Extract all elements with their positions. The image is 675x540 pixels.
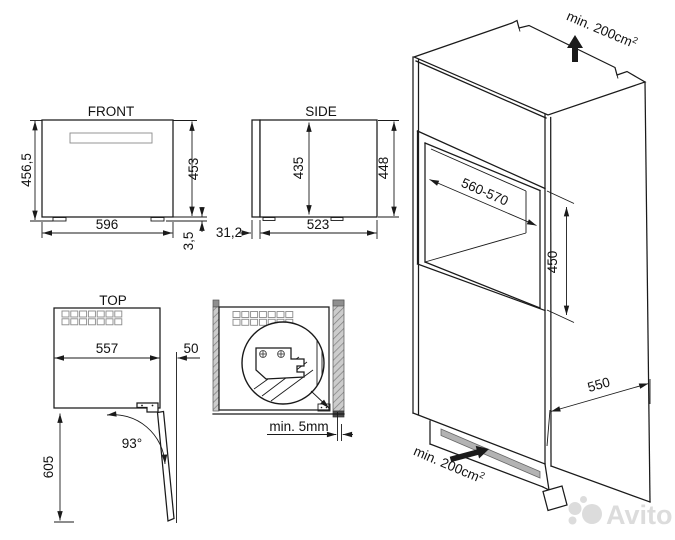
- watermark: Avito: [568, 496, 673, 530]
- cabinet-3d: 560-570 450 550 min. 200cm2 min. 200cm2: [411, 8, 651, 512]
- top-door-angle-arc: [106, 411, 168, 465]
- front-display-slot: [69, 132, 153, 144]
- watermark-logo-circle: [580, 496, 587, 503]
- top-hinge-bracket: [136, 402, 159, 413]
- detail-left-wall: [212, 306, 220, 412]
- top-open-depth-label: 605: [41, 456, 56, 479]
- detail-view: min. 5mm: [212, 299, 353, 441]
- detail-mounting-bracket: [255, 347, 305, 380]
- cabinet-back-right-edge: [644, 81, 651, 503]
- cabinet-depth-dimline: [550, 383, 649, 412]
- niche-height-label: 450: [545, 251, 560, 274]
- detail-leader-arrow: [310, 390, 330, 409]
- detail-clearance-label: min. 5mm: [269, 419, 328, 434]
- side-outline: [259, 119, 378, 218]
- watermark-logo-circle: [568, 502, 582, 515]
- watermark-logo-circle: [568, 516, 577, 525]
- front-height-label: 453: [186, 158, 201, 181]
- top-view: TOP 557 50 93° 605: [41, 293, 200, 523]
- side-door-label: 31,2: [216, 225, 242, 240]
- front-height-total-label: 456,5: [19, 153, 34, 187]
- cabinet-depth-label: 550: [586, 374, 612, 395]
- front-feet-label: 3,5: [181, 232, 196, 251]
- watermark-text: Avito: [606, 500, 673, 530]
- side-height-label: 448: [376, 157, 391, 180]
- detail-corner-bracket: [317, 403, 331, 412]
- bottom-vent-arrow-icon: [449, 445, 489, 463]
- top-title: TOP: [99, 293, 127, 308]
- niche-width-dimline: [429, 179, 537, 226]
- side-door-profile: [251, 119, 261, 218]
- side-foot-front: [262, 217, 276, 221]
- detail-left-wall-cap: [212, 299, 220, 308]
- detail-right-wall: [332, 299, 345, 412]
- top-angle-label: 93°: [122, 436, 142, 451]
- top-side-gap-label: 50: [183, 341, 198, 356]
- cabinet-front-bottom-edge: [412, 412, 546, 465]
- cabinet-bottom-vent-strip: [440, 428, 541, 479]
- side-title: SIDE: [305, 104, 337, 119]
- top-vent-grid: [61, 310, 123, 326]
- watermark-logo-circle: [582, 504, 602, 524]
- cabinet-bottom-right-edge: [550, 465, 651, 503]
- cabinet-foot: [542, 485, 568, 512]
- side-view: SIDE 435 448 31,2 523: [216, 104, 399, 240]
- side-foot-back: [330, 217, 344, 221]
- front-outline: [41, 119, 174, 218]
- front-foot-left: [52, 217, 67, 222]
- top-door-open: [156, 410, 175, 522]
- front-width-label: 596: [96, 217, 119, 232]
- cabinet-top-face: [412, 19, 647, 116]
- top-vent-arrow-icon: [567, 35, 583, 62]
- top-width-label: 557: [96, 341, 119, 356]
- front-title: FRONT: [88, 104, 135, 119]
- side-depth-label: 523: [307, 217, 330, 232]
- side-inner-height-label: 435: [291, 157, 306, 180]
- detail-right-wall-top-cap: [332, 299, 345, 307]
- detail-screws: [259, 350, 285, 358]
- front-foot-right: [150, 217, 165, 222]
- front-view: FRONT 456,5 453 3,5 596: [19, 104, 207, 250]
